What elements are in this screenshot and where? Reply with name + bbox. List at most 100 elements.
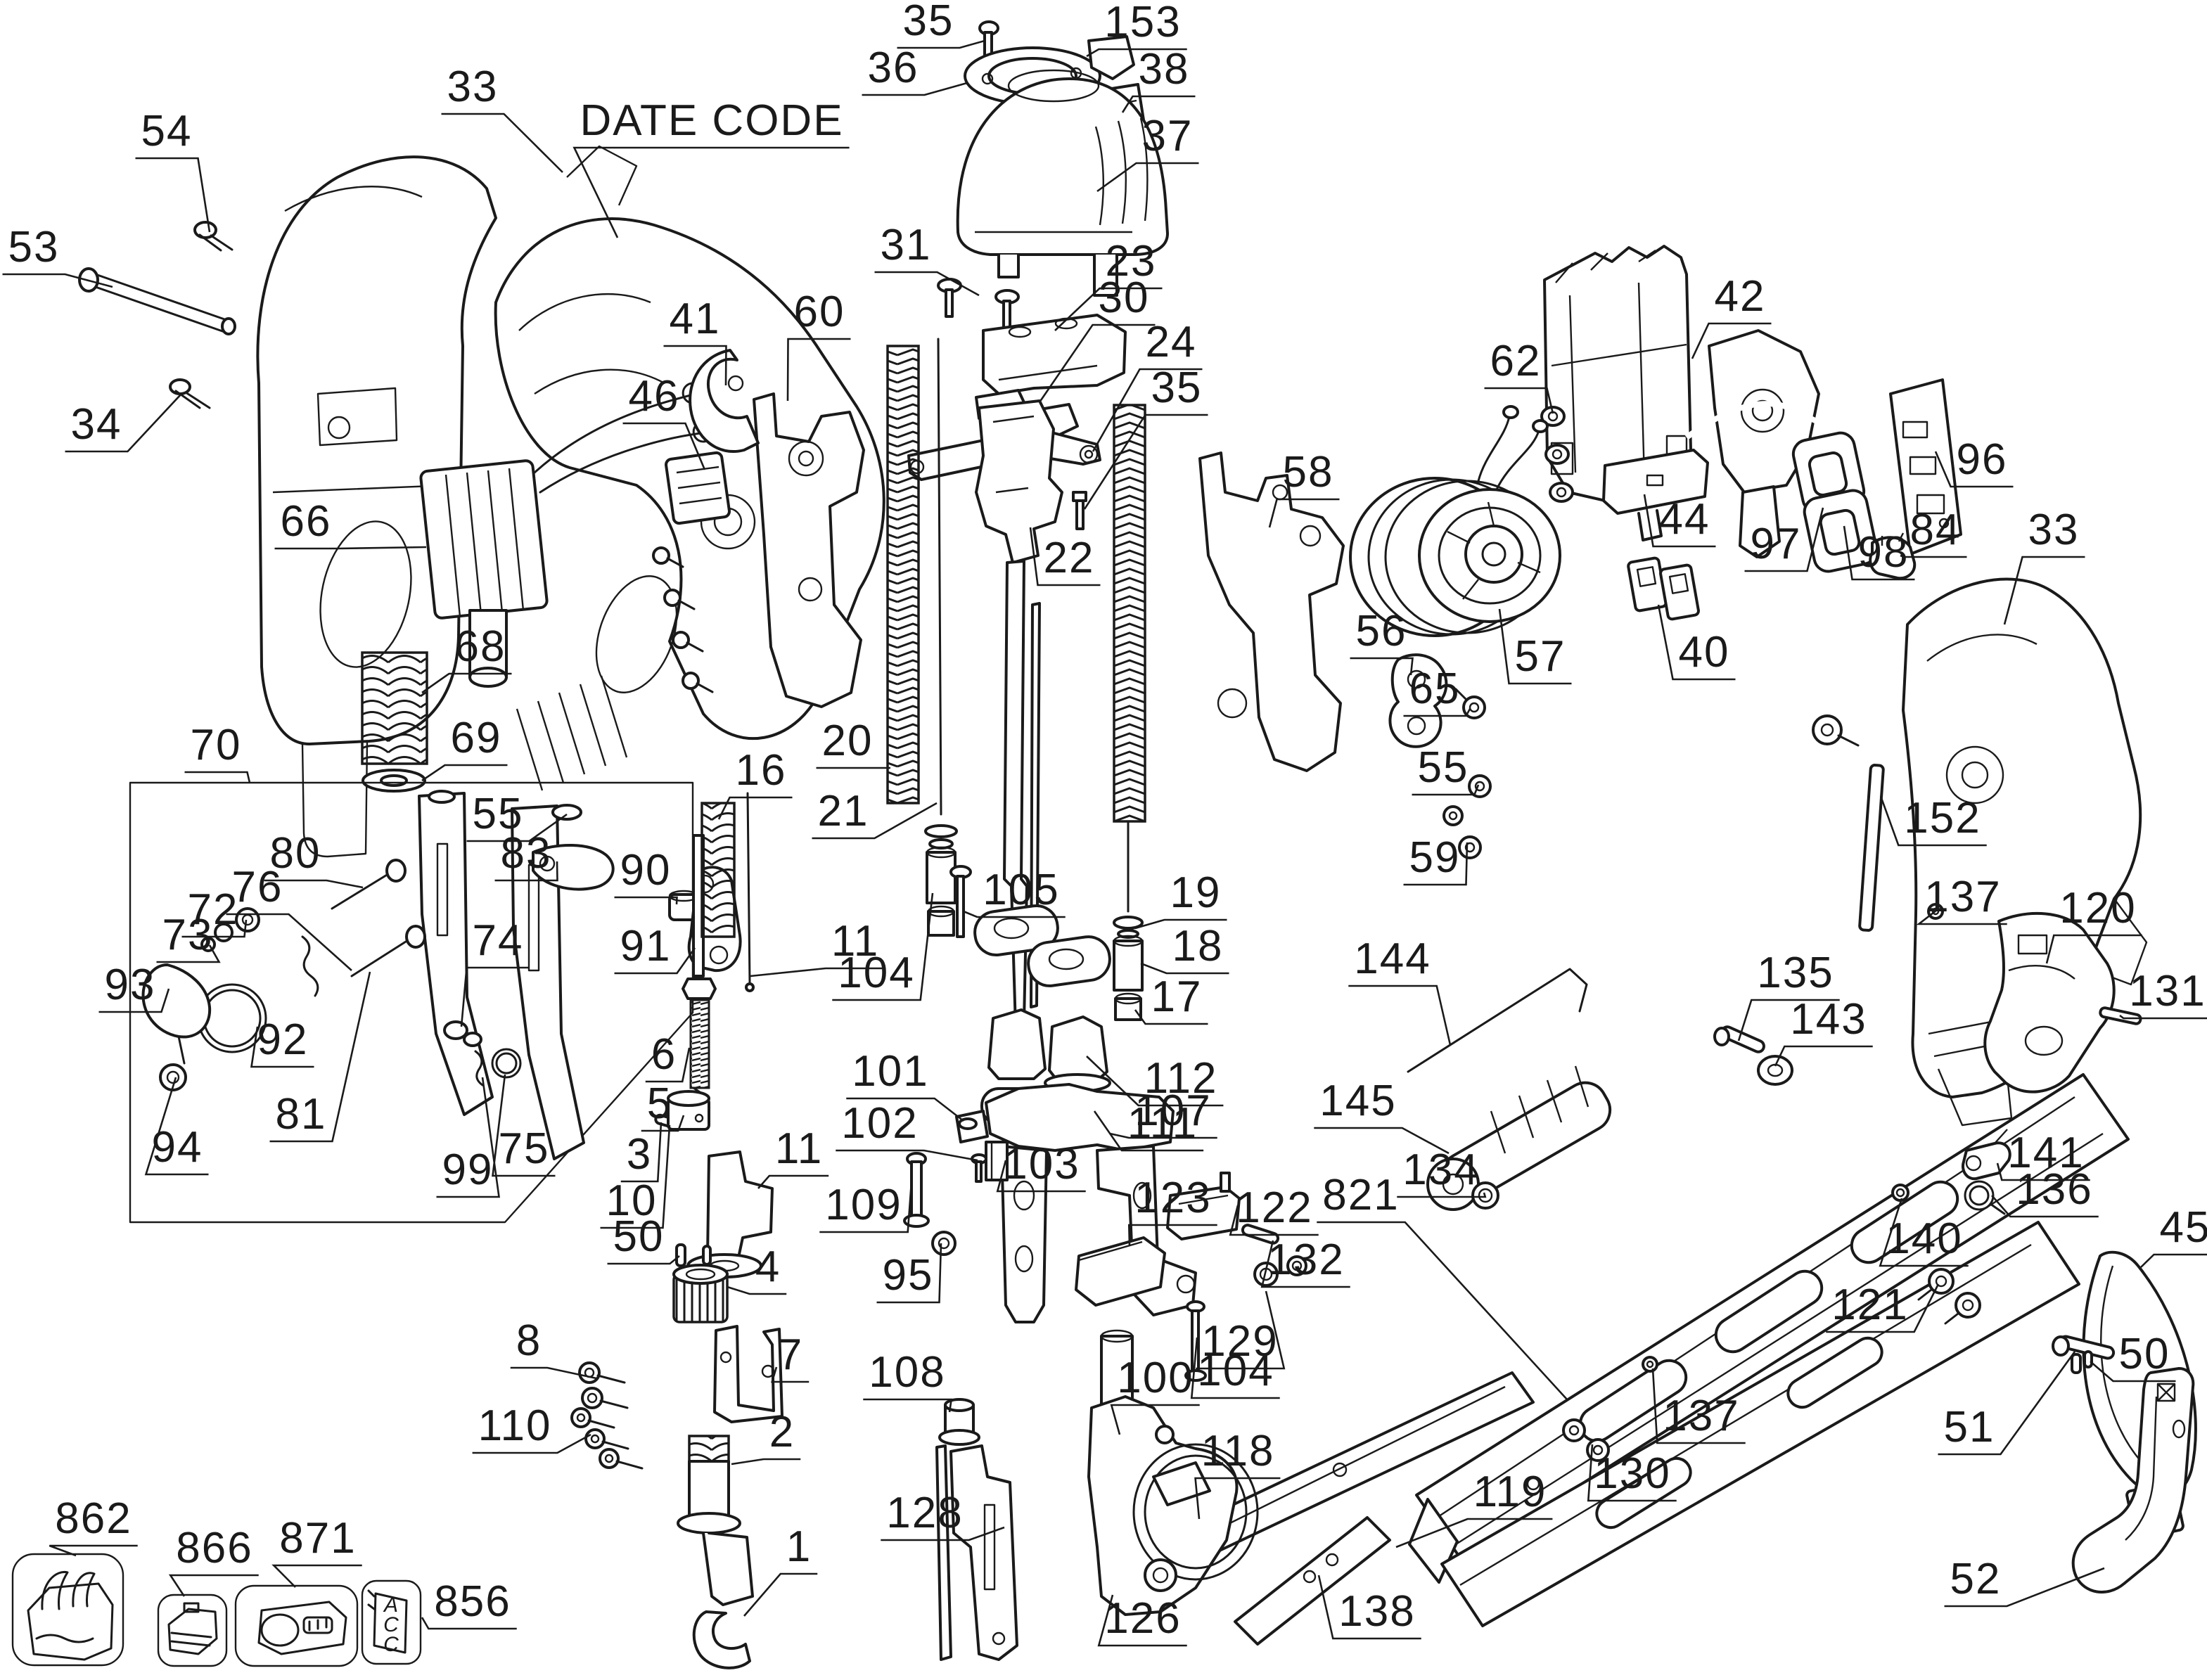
connectors-40 <box>1627 556 1700 621</box>
callout-11: 11 <box>775 1124 823 1173</box>
callout-40: 40 <box>1679 628 1730 677</box>
lever-141-spring-136-washer-140 <box>1891 1129 2011 1215</box>
callout-74: 74 <box>473 916 524 965</box>
leader-102 <box>836 1149 978 1162</box>
leader-53 <box>2 273 113 288</box>
leader-76 <box>226 913 352 971</box>
leader-866 <box>168 1574 259 1597</box>
leader-101 <box>846 1097 964 1122</box>
leader-108 <box>863 1398 953 1413</box>
leader-46 <box>622 422 706 470</box>
leader-3 <box>620 1122 663 1183</box>
leader-98 <box>1843 525 1915 581</box>
leader-4 <box>727 1285 787 1295</box>
leader-8 <box>510 1366 597 1380</box>
leader-55 <box>1412 784 1480 796</box>
callout-99: 99 <box>442 1146 494 1194</box>
callout-121: 121 <box>1831 1281 1908 1329</box>
leader-69 <box>421 764 508 782</box>
callout-128: 128 <box>886 1489 963 1537</box>
callout-46: 46 <box>629 372 680 421</box>
callout-140: 140 <box>1886 1214 1962 1263</box>
screw-105 <box>949 865 972 938</box>
callout-118: 118 <box>1201 1427 1275 1475</box>
callout-83: 83 <box>501 829 552 878</box>
callout-122: 122 <box>1236 1184 1312 1232</box>
callout-110: 110 <box>478 1402 552 1450</box>
screws-31 <box>937 278 1020 329</box>
leader-24 <box>1092 368 1203 452</box>
callout-107: 107 <box>1134 1086 1211 1135</box>
callout-152: 152 <box>1904 794 1981 842</box>
top-cap-37 <box>956 69 1169 297</box>
callout-30: 30 <box>1099 274 1150 322</box>
leader-92 <box>250 1026 314 1068</box>
callout-16: 16 <box>736 746 787 795</box>
callout-36: 36 <box>868 44 919 92</box>
leader-97 <box>1744 507 1824 572</box>
leader-91 <box>614 947 696 975</box>
callout-6: 6 <box>651 1030 677 1079</box>
leader-11 <box>757 1174 829 1189</box>
callout-92: 92 <box>257 1015 309 1064</box>
callout-104: 104 <box>838 949 914 997</box>
callout-138: 138 <box>1338 1587 1415 1636</box>
clip-153 <box>1087 35 1135 80</box>
leader-130 <box>1587 1444 1677 1502</box>
leader-80 <box>264 879 364 889</box>
callout-95: 95 <box>883 1251 934 1300</box>
leader-123 <box>1127 1224 1217 1247</box>
leader-95 <box>876 1243 942 1304</box>
accessory-box-866 <box>157 1594 228 1667</box>
callout-56: 56 <box>1356 607 1407 655</box>
leader-103 <box>996 1160 1086 1193</box>
flywheel-coil-57 <box>1349 405 1561 637</box>
leader-122 <box>1229 1205 1319 1236</box>
leader-99 <box>436 1077 500 1198</box>
leader-75 <box>492 1074 556 1177</box>
callout-date-code: DATE CODE <box>580 96 843 145</box>
callout-96: 96 <box>1957 435 2008 484</box>
rod-11 <box>745 792 755 992</box>
leader-23 <box>1054 287 1163 331</box>
screw-54 <box>193 221 234 252</box>
accessory-box-871 <box>234 1584 359 1667</box>
callout-90: 90 <box>620 846 672 894</box>
callout-73: 73 <box>162 911 214 959</box>
leader-135 <box>1737 999 1840 1041</box>
leader-58 <box>1268 498 1340 528</box>
callout-53: 53 <box>8 223 60 271</box>
screws-8 <box>578 1361 629 1409</box>
callout-22: 22 <box>1044 534 1095 582</box>
callout-57: 57 <box>1515 632 1566 681</box>
leader-72 <box>181 919 248 938</box>
callout-5: 5 <box>647 1079 672 1128</box>
pins-50b <box>2071 1350 2093 1374</box>
callout-10: 10 <box>606 1176 658 1225</box>
callout-44: 44 <box>1659 495 1710 544</box>
leader-70 <box>184 771 251 783</box>
leader-35 <box>1083 413 1208 510</box>
bracket-23 <box>982 314 1127 395</box>
callout-34: 34 <box>71 400 122 449</box>
callout-33: 33 <box>447 63 499 111</box>
callout-3: 3 <box>627 1130 652 1179</box>
screws-130 <box>1562 1418 1610 1462</box>
screw-104b <box>1184 1300 1207 1382</box>
callout-50: 50 <box>613 1212 665 1261</box>
callout-21: 21 <box>818 787 869 835</box>
leader-104 <box>1190 1337 1280 1399</box>
leader-56 <box>1350 657 1414 676</box>
leader-128 <box>881 1526 1005 1541</box>
callout-35: 35 <box>903 0 954 45</box>
pin-53 <box>78 267 236 335</box>
callout-137: 137 <box>1924 873 2001 921</box>
leader-104 <box>832 892 934 1001</box>
callout-98: 98 <box>1858 528 1909 577</box>
callout-144: 144 <box>1354 935 1431 983</box>
cover-120 <box>1983 911 2116 1094</box>
callout-862: 862 <box>55 1494 132 1543</box>
callout-109: 109 <box>825 1181 902 1229</box>
